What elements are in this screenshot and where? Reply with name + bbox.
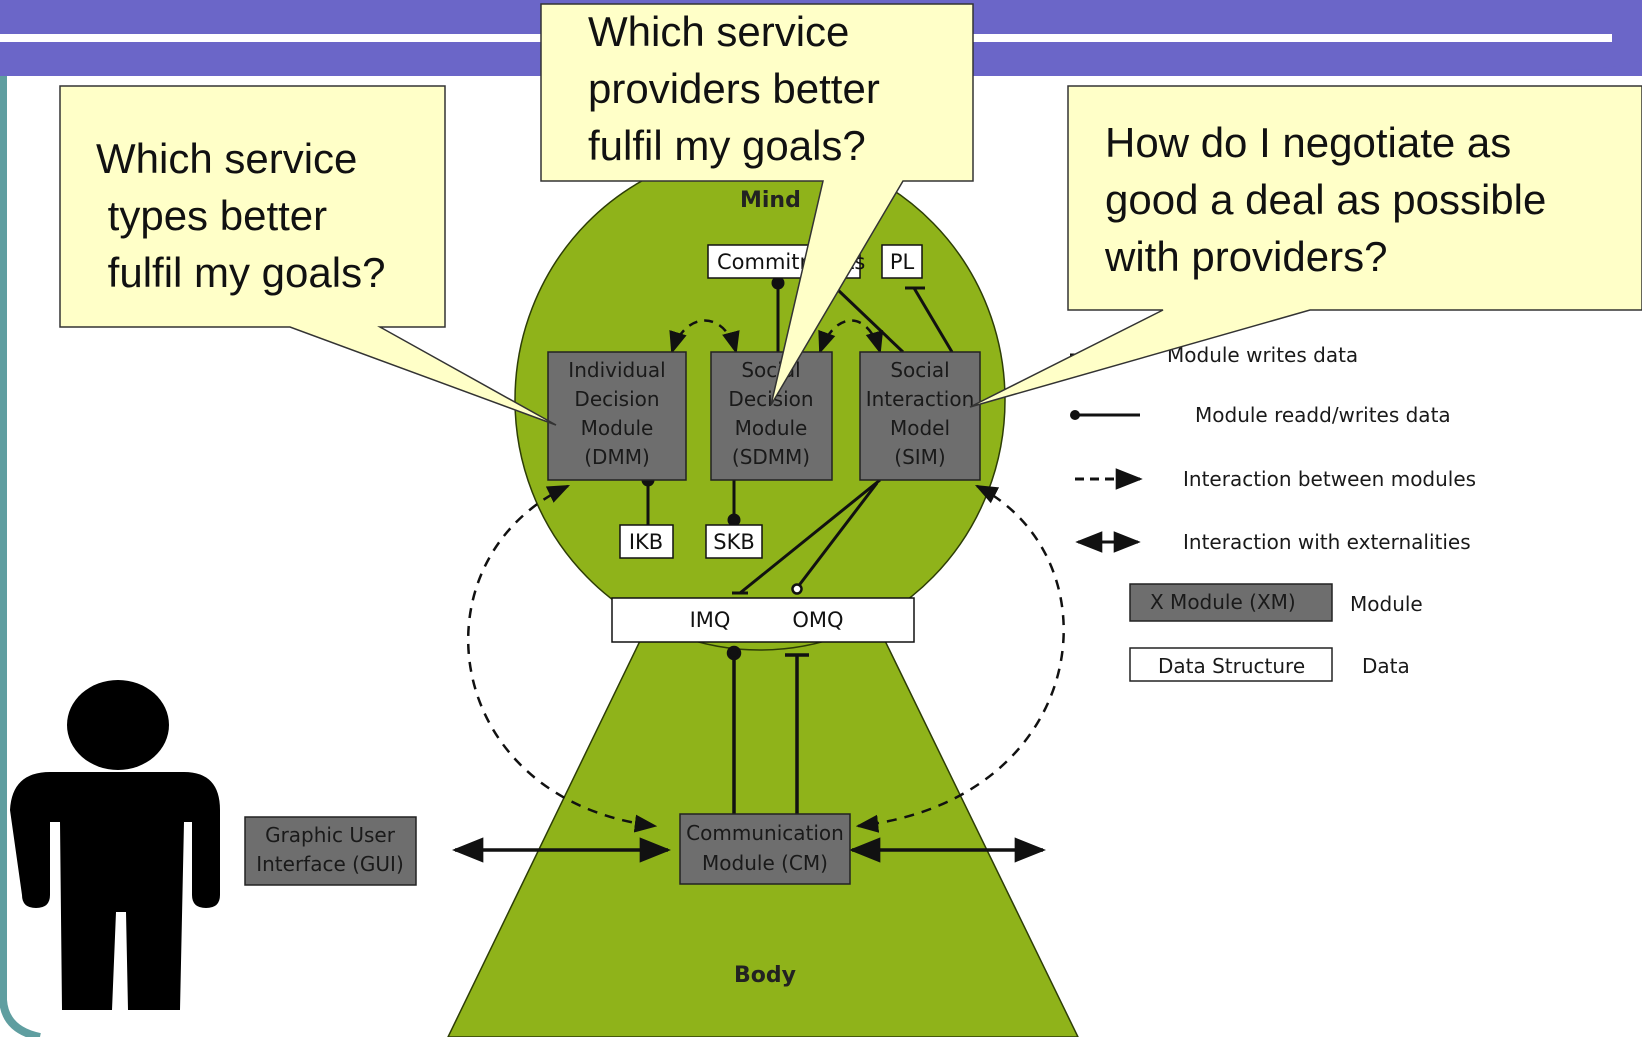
dmm-module: Individual Decision Module (DMM) (547, 351, 687, 481)
slide-frame-curve (0, 76, 41, 1037)
callout-right-text: How do I negotiate as good a deal as pos… (1105, 119, 1547, 280)
callout-left-text: Which service types better fulfil my goa… (96, 135, 386, 296)
svg-text:Model: Model (890, 416, 950, 440)
message-queues: IMQ OMQ (611, 597, 915, 643)
sim-module: Social Interaction Model (SIM) (859, 351, 981, 481)
skb-store: SKB (705, 524, 763, 559)
svg-text:Decision: Decision (728, 387, 813, 411)
legend-writes-label: Module writes data (1167, 343, 1358, 367)
legend-interaction-modules-label: Interaction between modules (1183, 467, 1476, 491)
imq-label: IMQ (690, 608, 731, 632)
svg-text:Module (CM): Module (CM) (702, 851, 828, 875)
legend-data-sample: Data Structure (1158, 654, 1305, 678)
callout-center-bubble (540, 3, 974, 406)
callout-center-text: Which service providers better fulfil my… (588, 8, 880, 169)
svg-text:(DMM): (DMM) (584, 445, 650, 469)
dashed-arc-dmm-sdmm (669, 319, 740, 355)
svg-text:(SIM): (SIM) (894, 445, 945, 469)
svg-text:Interaction: Interaction (866, 387, 975, 411)
svg-text:Module: Module (581, 416, 654, 440)
omq-label: OMQ (792, 608, 843, 632)
svg-text:Social: Social (890, 358, 949, 382)
svg-text:PL: PL (890, 250, 915, 274)
ikb-store: IKB (619, 524, 674, 559)
svg-text:Graphic User: Graphic User (265, 823, 396, 847)
mind-connectors (641, 276, 954, 595)
dashed-loop-right (855, 484, 1065, 833)
svg-text:(SDMM): (SDMM) (732, 445, 810, 469)
mind-label: Mind (740, 188, 801, 213)
legend-module-sample: X Module (XM) (1150, 590, 1296, 614)
svg-text:IKB: IKB (629, 530, 663, 554)
callout-right-bubble (969, 85, 1642, 408)
svg-text:Decision: Decision (574, 387, 659, 411)
svg-text:Individual: Individual (568, 358, 665, 382)
svg-text:Module: Module (735, 416, 808, 440)
body-label: Body (734, 963, 796, 988)
svg-text:SKB: SKB (713, 530, 755, 554)
callout-left-bubble (59, 85, 557, 426)
legend-module-desc: Module (1350, 592, 1423, 616)
svg-text:Communication: Communication (686, 821, 844, 845)
sdmm-module: Social Decision Module (SDMM) (710, 351, 833, 481)
person-silhouette-icon (10, 680, 220, 1010)
legend-interaction-external-label: Interaction with externalities (1183, 530, 1471, 554)
svg-text:Interface (GUI): Interface (GUI) (256, 852, 404, 876)
legend-data-desc: Data (1362, 654, 1410, 678)
legend-readwrites-label: Module readd/writes data (1195, 403, 1451, 427)
cm-module: Communication Module (CM) (679, 813, 851, 885)
pl-store: PL (881, 244, 923, 279)
gui-module: Graphic User Interface (GUI) (244, 816, 417, 886)
legend: Module writes data Module readd/writes d… (1070, 343, 1476, 682)
body-connectors (451, 645, 1047, 863)
dashed-loop-left (466, 484, 658, 833)
